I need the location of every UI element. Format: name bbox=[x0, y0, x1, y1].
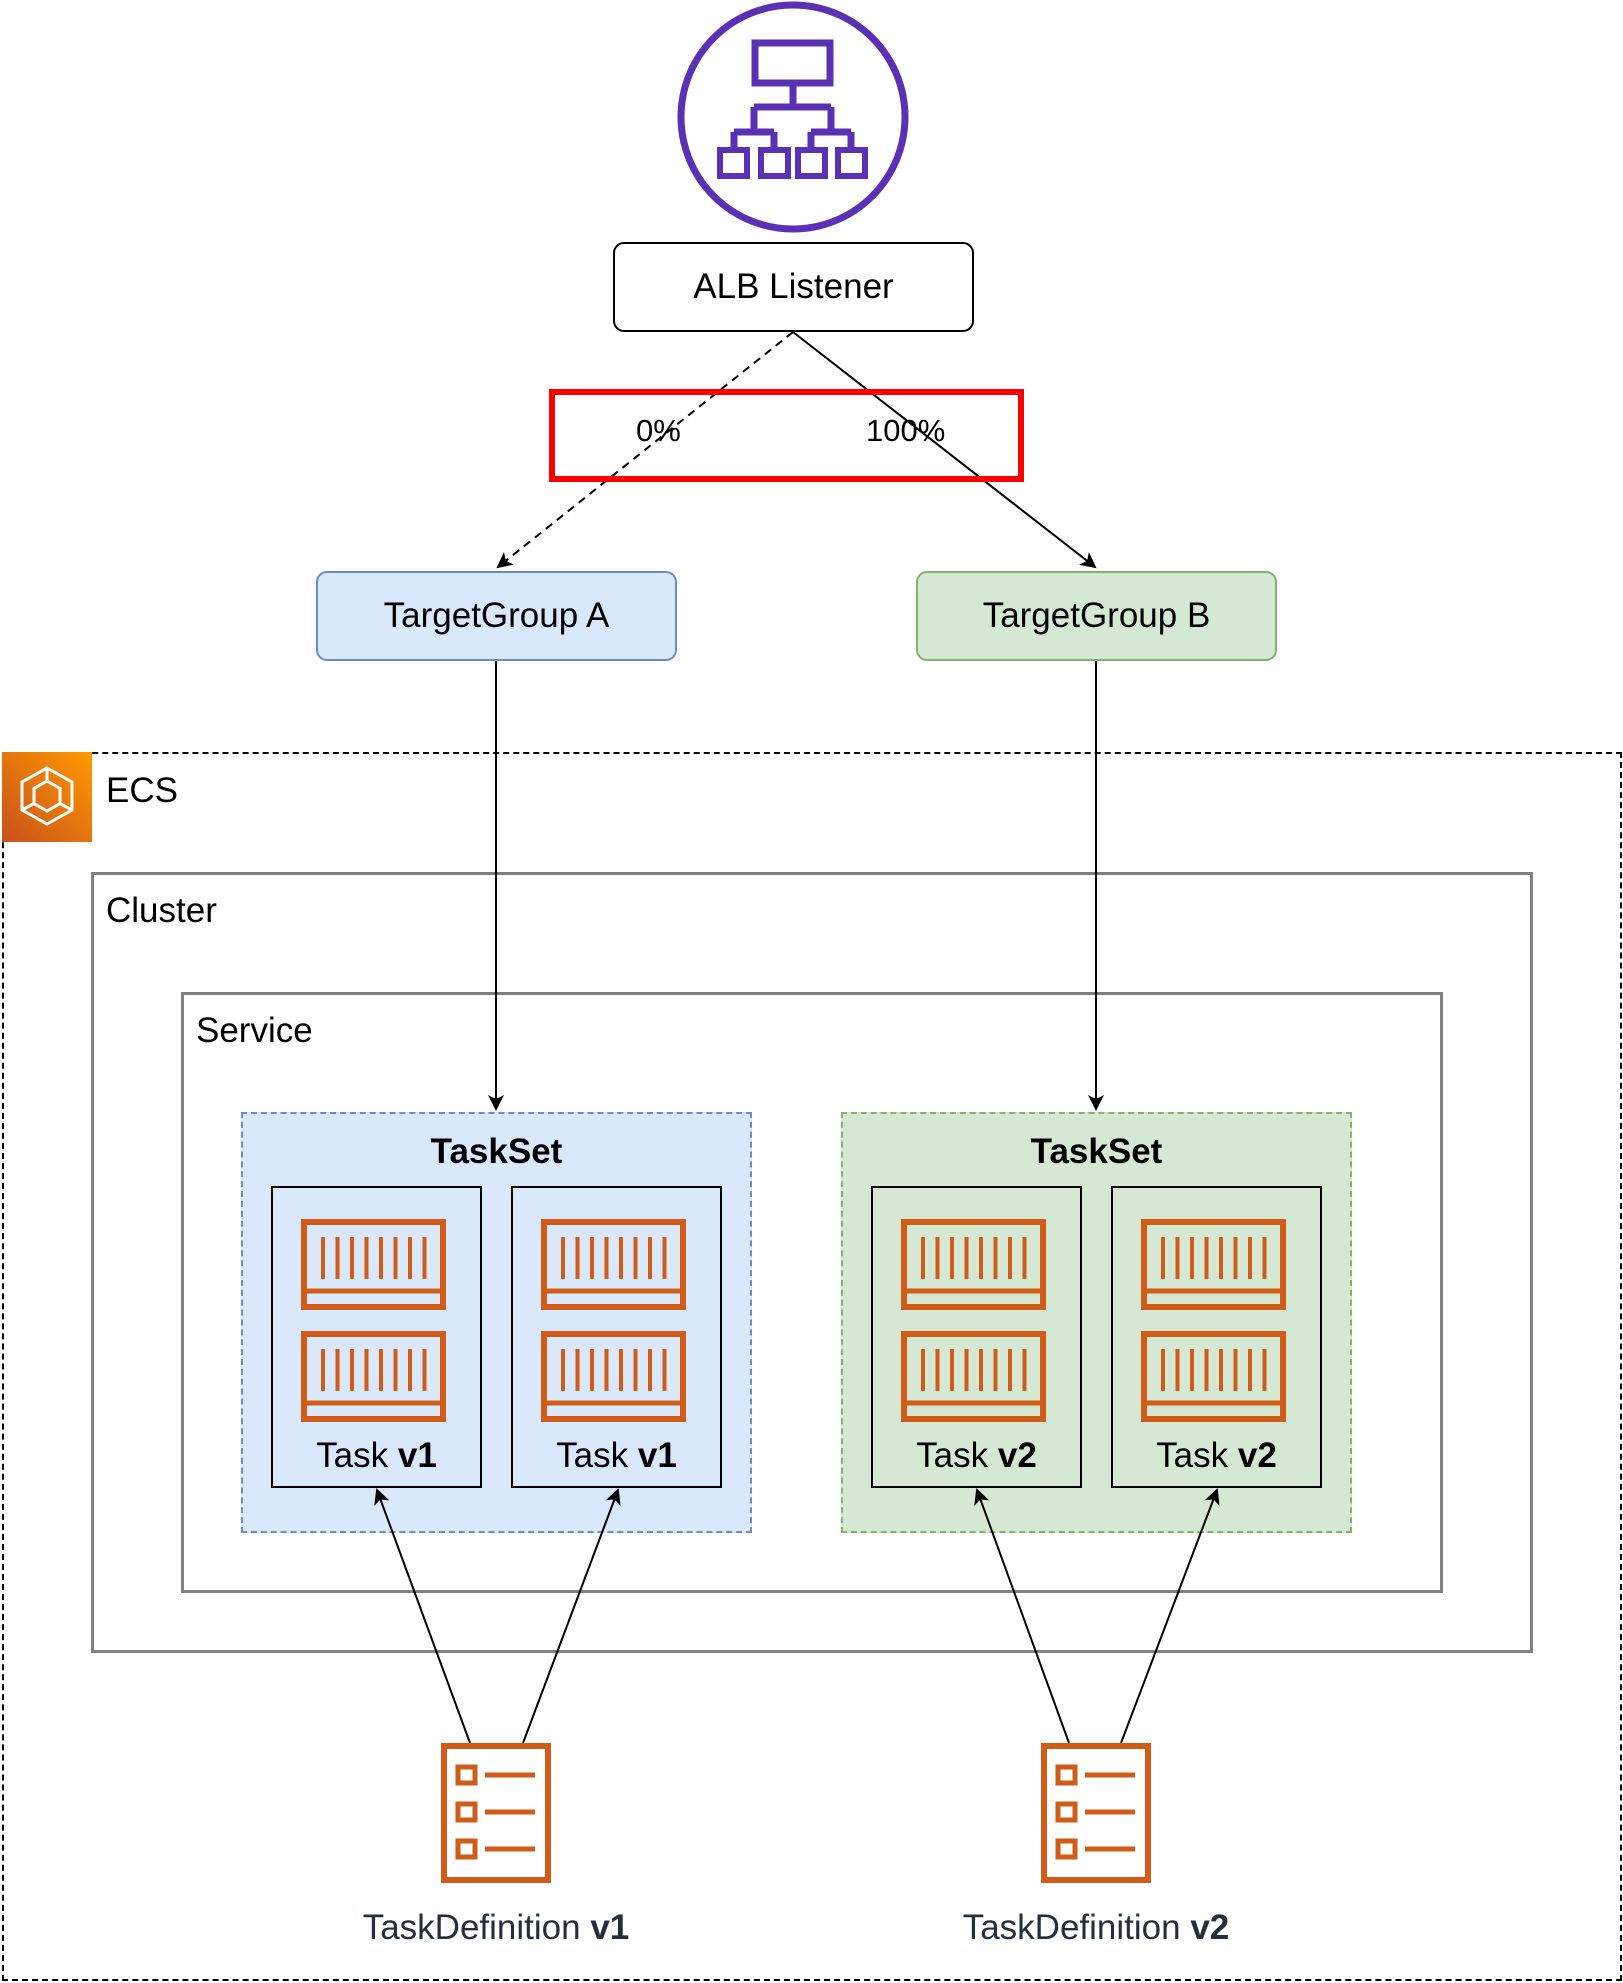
taskset-a-title: TaskSet bbox=[430, 1132, 563, 1171]
container-icon bbox=[541, 1331, 686, 1427]
task-definition-icon bbox=[1041, 1743, 1151, 1883]
edge-taskdef-v2-to-task-4 bbox=[1120, 1488, 1220, 1744]
container-icon bbox=[1141, 1219, 1286, 1315]
task-4-label: Task v2 bbox=[1156, 1436, 1277, 1475]
container-icon bbox=[901, 1331, 1046, 1427]
container-icon bbox=[1141, 1331, 1286, 1427]
container-icon bbox=[901, 1219, 1046, 1315]
cluster-boundary bbox=[91, 872, 1533, 1653]
taskdefinition-v1-label: TaskDefinition v1 bbox=[362, 1908, 630, 1947]
weight-label-b: 100% bbox=[866, 413, 946, 448]
edge-taskdef-v1-to-task-2 bbox=[522, 1488, 621, 1744]
container-icon bbox=[541, 1219, 686, 1315]
service-boundary bbox=[181, 992, 1443, 1593]
taskset-b-boundary bbox=[841, 1112, 1352, 1533]
cluster-label: Cluster bbox=[106, 891, 217, 930]
ecs-boundary bbox=[2, 752, 1622, 1981]
targetgroup-b: TargetGroup B bbox=[916, 571, 1277, 661]
edge-taskdef-v1-to-task-1 bbox=[374, 1488, 471, 1744]
weight-highlight-box bbox=[549, 389, 1024, 482]
targetgroup-a: TargetGroup A bbox=[316, 571, 677, 661]
ecs-label: ECS bbox=[106, 771, 178, 810]
taskdefinition-v2-label: TaskDefinition v2 bbox=[962, 1908, 1230, 1947]
taskset-a-boundary bbox=[241, 1112, 752, 1533]
edge-taskdef-v2-to-task-3 bbox=[974, 1488, 1070, 1744]
task-1-label: Task v1 bbox=[316, 1436, 437, 1475]
container-icon bbox=[301, 1331, 446, 1427]
task-2-label: Task v1 bbox=[556, 1436, 677, 1475]
task-3 bbox=[871, 1186, 1082, 1488]
task-1 bbox=[271, 1186, 482, 1488]
task-3-label: Task v2 bbox=[916, 1436, 1037, 1475]
task-2 bbox=[511, 1186, 722, 1488]
container-icon bbox=[301, 1219, 446, 1315]
edge-listener-to-targetgroup-b bbox=[792, 331, 1097, 569]
edge-listener-to-targetgroup-a bbox=[496, 331, 794, 569]
task-definition-icon bbox=[441, 1743, 551, 1883]
amazon-ecs-icon bbox=[2, 752, 92, 842]
alb-listener: ALB Listener bbox=[613, 242, 974, 332]
weight-label-a: 0% bbox=[636, 413, 681, 448]
application-load-balancer-icon bbox=[677, 1, 909, 233]
service-label: Service bbox=[196, 1011, 313, 1050]
task-4 bbox=[1111, 1186, 1322, 1488]
taskset-b-title: TaskSet bbox=[1030, 1132, 1163, 1171]
